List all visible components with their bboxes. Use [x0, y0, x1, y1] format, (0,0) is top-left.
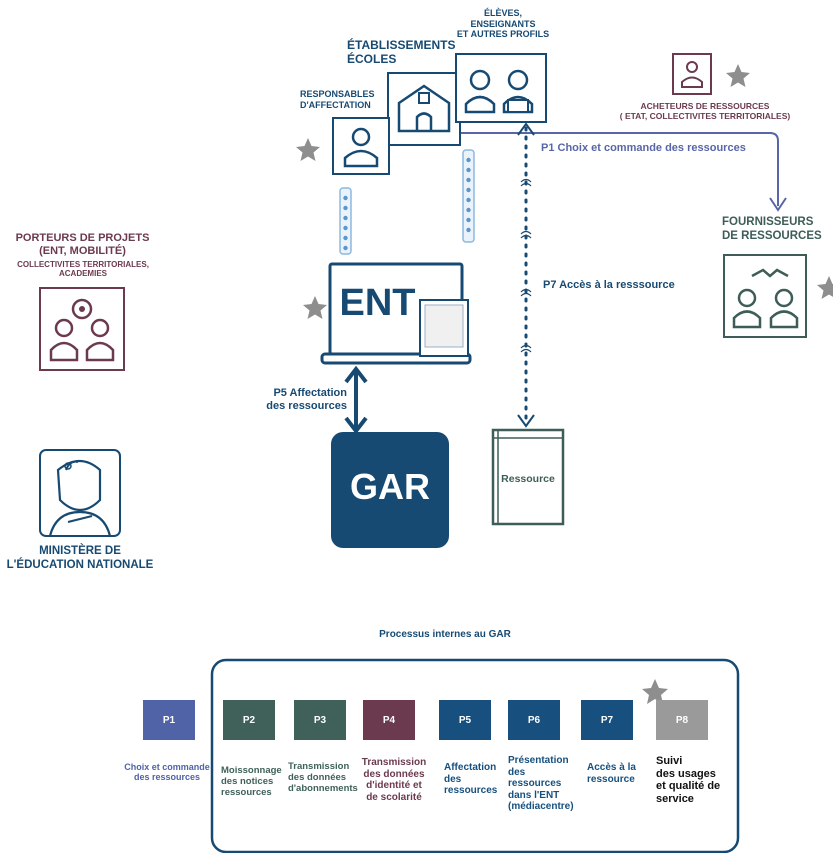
process-code: P2 — [242, 714, 256, 726]
connector-chain-right — [462, 149, 475, 243]
etablissements-label: ÉTABLISSEMENTS ÉCOLES — [347, 38, 456, 67]
acheteur-person-icon — [672, 53, 712, 95]
p7-up-arrowhead — [517, 122, 535, 136]
fournisseurs-label: FOURNISSEURS DE RESSOURCES — [722, 216, 822, 242]
p5-flow-label: P5 Affectation des ressources — [266, 387, 347, 412]
process-desc-p5: Affectation des ressources — [444, 762, 498, 796]
eleves-label: ÉLÈVES, ENSEIGNANTS ET AUTRES PROFILS — [456, 8, 550, 40]
marianne-icon — [39, 449, 121, 537]
p7-flow-label: P7 Accès à la resssource — [543, 279, 675, 291]
ressource-label: Ressource — [501, 473, 555, 485]
process-desc-p7: Accès à la ressource — [587, 762, 636, 785]
process-desc-p2: Moissonnage des notices ressources — [221, 765, 282, 798]
ent-laptop-icon — [320, 262, 472, 365]
process-title: Processus internes au GAR — [379, 629, 511, 640]
p1-arrowhead — [769, 197, 787, 212]
process-box-p7: P7 — [581, 700, 633, 740]
process-desc-p6: Présentation des ressources dans l'ENT (… — [508, 755, 574, 812]
porteurs-subtitle: COLLECTIVITES TERRITORIALES, ACADEMIES — [17, 260, 149, 279]
porteurs-people-icon — [39, 287, 125, 371]
students-teachers-icon — [455, 53, 547, 123]
process-desc-p4: Transmission des données d'identité et d… — [361, 757, 427, 803]
process-box-p8: P8 — [656, 700, 708, 740]
acheteurs-label: ACHETEURS DE RESSOURCES ( ETAT, COLLECTI… — [619, 101, 791, 122]
process-box-p1: P1 — [143, 700, 195, 740]
process-code: P8 — [675, 714, 689, 726]
gar-box — [331, 432, 449, 548]
responsable-person-icon — [332, 117, 390, 175]
gar-label: GAR — [350, 466, 430, 507]
process-box-p6: P6 — [508, 700, 560, 740]
p7-down-arrowhead — [517, 414, 535, 428]
process-box-p4: P4 — [363, 700, 415, 740]
connector-chain-left — [339, 187, 352, 255]
responsables-label: RESPONSABLES D'AFFECTATION — [300, 89, 375, 110]
signal-wave-marks — [520, 178, 532, 353]
star-icons — [296, 64, 833, 704]
ressource-book-icon — [491, 428, 565, 526]
process-desc-p1: Choix et commande des ressources — [124, 762, 210, 783]
p1-flow-label: P1 Choix et commande des ressources — [541, 142, 746, 154]
ent-label: ENT — [339, 282, 416, 324]
p1-flow-arrow — [460, 132, 779, 206]
process-code: P5 — [458, 714, 472, 726]
process-box-p5: P5 — [439, 700, 491, 740]
ministere-label: MINISTÈRE DE L'ÉDUCATION NATIONALE — [6, 545, 154, 571]
process-box-p2: P2 — [223, 700, 275, 740]
process-code: P6 — [527, 714, 541, 726]
process-container — [210, 658, 740, 853]
process-desc-p8: Suivi des usages et qualité de service — [656, 755, 721, 805]
process-code: P1 — [162, 714, 176, 726]
porteurs-title: PORTEURS DE PROJETS (ENT, MOBILITÉ) — [15, 232, 150, 257]
process-code: P7 — [600, 714, 614, 726]
fournisseurs-handshake-icon — [723, 254, 807, 338]
process-box-p3: P3 — [294, 700, 346, 740]
process-desc-p3: Transmission des données d'abonnements — [288, 761, 358, 794]
process-code: P3 — [313, 714, 327, 726]
school-building-icon — [387, 72, 461, 146]
process-code: P4 — [382, 714, 396, 726]
